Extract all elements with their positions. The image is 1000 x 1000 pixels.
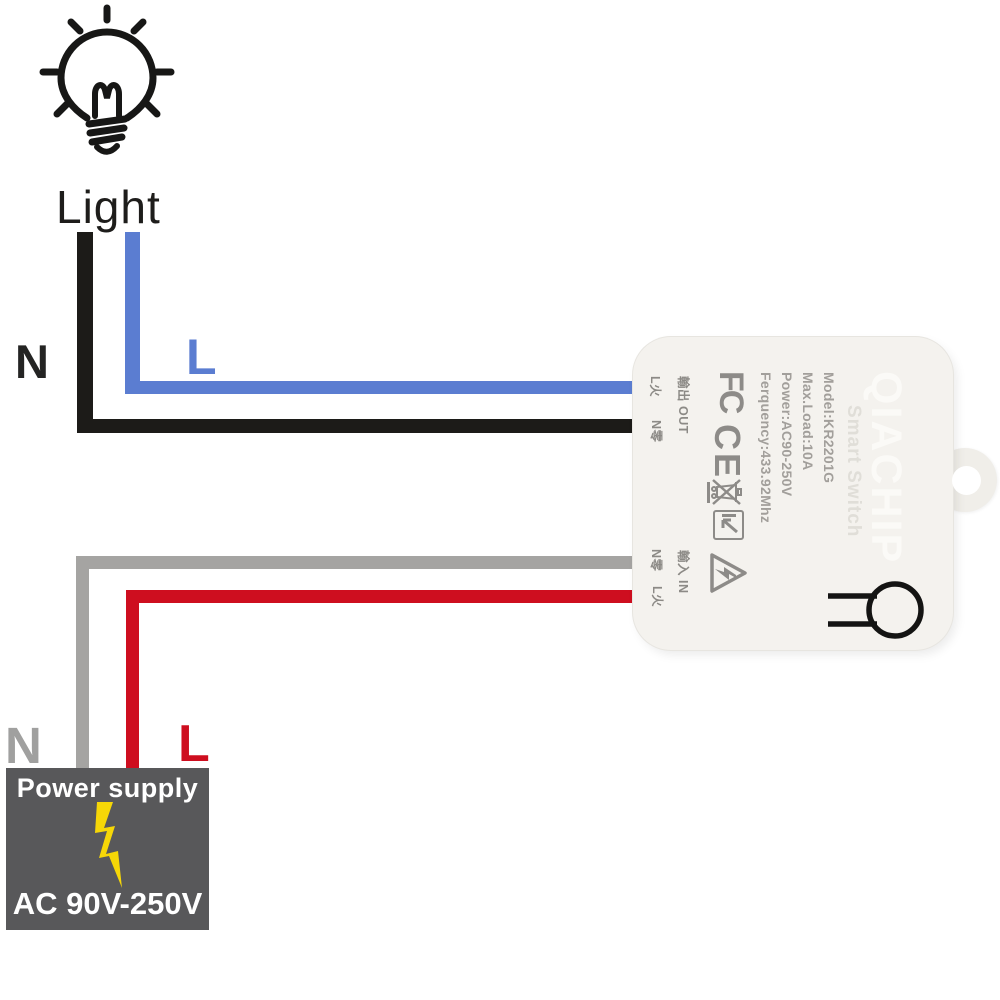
- wire-live-out-vertical: [125, 232, 140, 394]
- wire-neutral-out-vertical: [77, 232, 93, 433]
- terminal-in-label: 輸入 IN: [676, 550, 690, 594]
- power-supply-voltage: AC 90V-250V: [12, 886, 203, 921]
- live-out-label: L: [186, 329, 217, 385]
- spec-model: Model:KR2201G: [821, 372, 837, 484]
- weee-bin-icon: [707, 479, 742, 505]
- ce-icon: CE: [707, 424, 748, 481]
- subtitle-text: Smart Switch: [843, 405, 864, 538]
- fcc-icon: FC: [712, 371, 750, 413]
- brand-text: QIACHIP: [862, 371, 910, 565]
- mounting-hole-icon: [952, 466, 981, 495]
- light-bulb-icon: [39, 4, 175, 155]
- power-supply-title: Power supply: [16, 773, 199, 803]
- wire-live-in-horizontal: [126, 590, 634, 603]
- spec-frequency: Ferquency:433.92Mhz: [758, 372, 774, 524]
- terminal-out-label: 輸出 OUT: [676, 376, 690, 434]
- cert-square-icon: [713, 510, 744, 540]
- wire-neutral-in-vertical: [76, 556, 89, 769]
- wire-neutral-out-horizontal: [77, 419, 634, 433]
- high-voltage-icon: [710, 553, 747, 593]
- smart-switch-device: QIACHIP Smart Switch Model:KR2201G Max.L…: [633, 337, 953, 650]
- power-supply-box: Power supply AC 90V-250V: [6, 768, 209, 930]
- terminal-out-live-label: L火: [648, 376, 662, 398]
- terminal-out-neutral-label: N零: [649, 420, 663, 443]
- light-label: Light: [56, 181, 161, 233]
- terminal-in-neutral-label: N零: [649, 549, 663, 572]
- spec-power: Power:AC90-250V: [779, 372, 795, 497]
- terminal-in-live-label: L火: [650, 586, 664, 608]
- wire-neutral-in-horizontal: [76, 556, 634, 569]
- wire-live-in-vertical: [126, 590, 139, 769]
- neutral-in-label: N: [5, 717, 42, 774]
- switch-button-icon: [828, 581, 924, 639]
- spec-max-load: Max.Load:10A: [800, 372, 816, 471]
- neutral-out-label: N: [15, 335, 49, 388]
- live-in-label: L: [178, 715, 210, 773]
- wire-live-out-horizontal: [125, 381, 634, 394]
- lightning-bolt-icon: [95, 802, 122, 888]
